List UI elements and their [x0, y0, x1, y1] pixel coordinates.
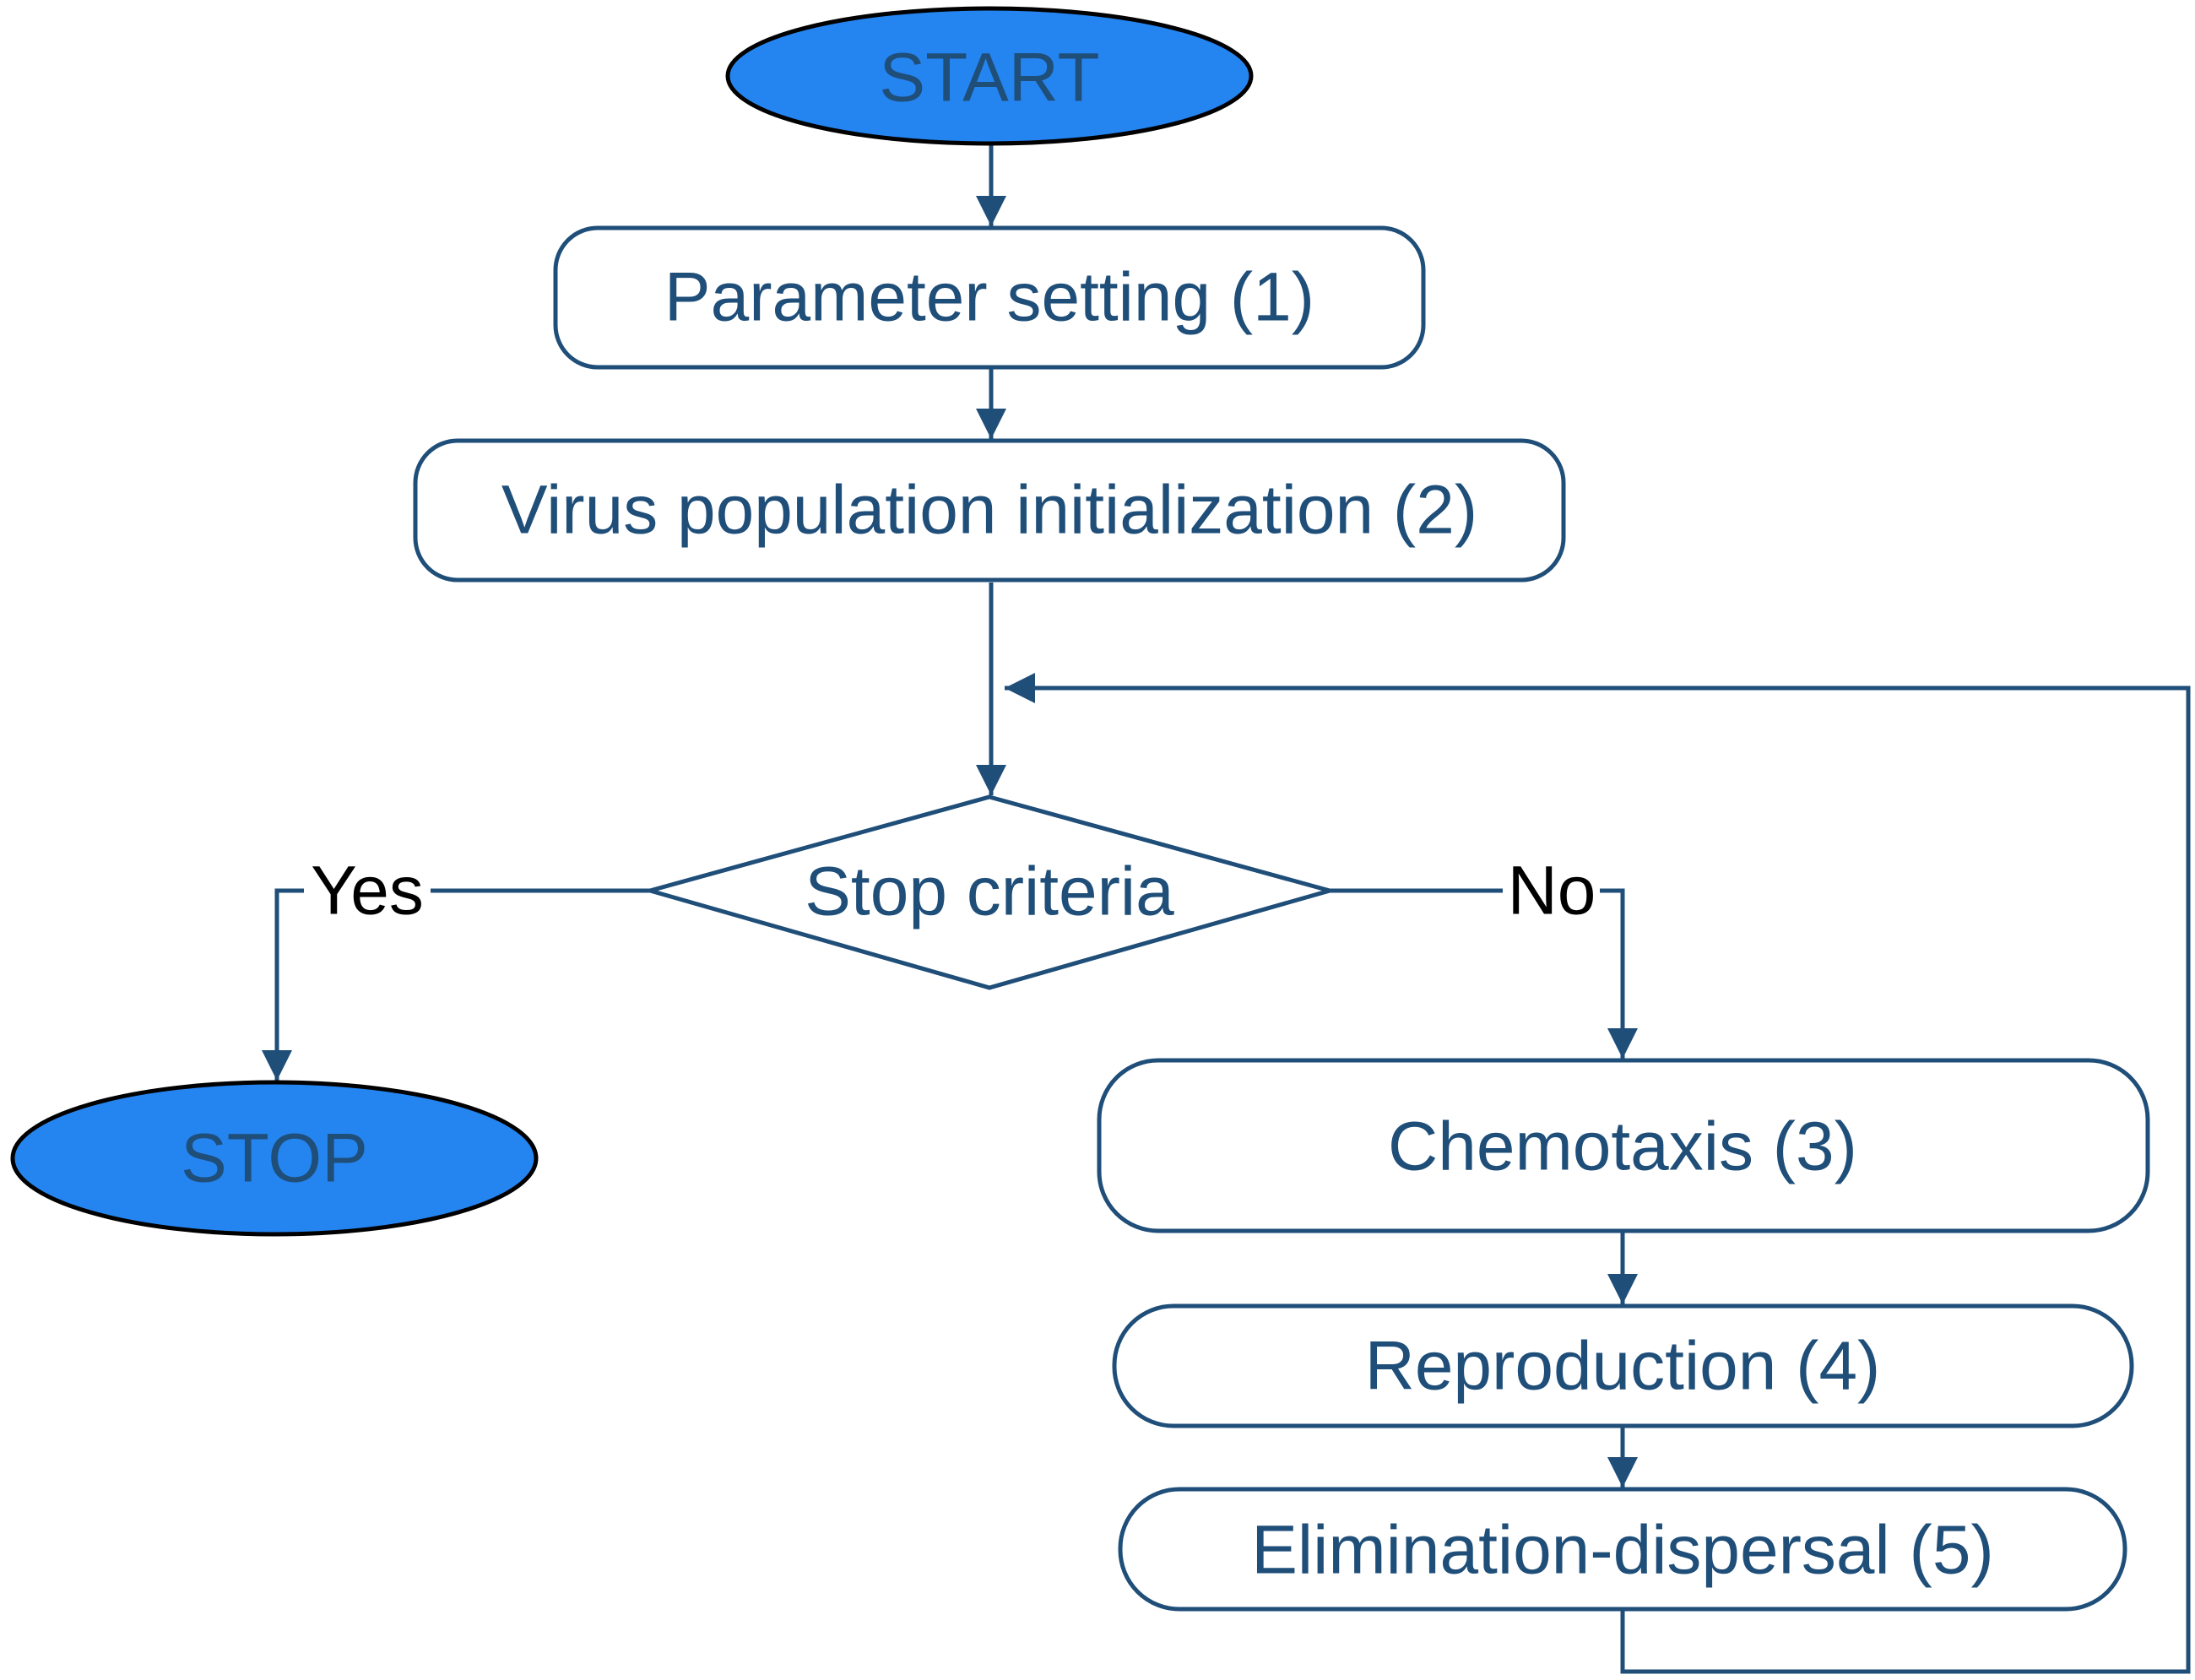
yes-label: Yes	[311, 853, 424, 929]
stop-criteria-diamond	[642, 794, 1338, 990]
reproduction-label: Reproduction (4)	[1365, 1328, 1881, 1405]
stop-criteria-label: Stop criteria	[805, 854, 1174, 930]
reproduction-box	[1112, 1303, 2134, 1428]
parameter-setting-box	[553, 225, 1426, 370]
parameter-setting-label: Parameter setting (1)	[664, 259, 1314, 336]
start-ellipse	[725, 6, 1254, 146]
edge-stop-criteria-no-to-chemotaxis	[1330, 888, 1638, 1059]
stop-label: STOP	[181, 1120, 368, 1197]
chemotaxis-box	[1097, 1058, 2150, 1233]
elimination-label: Elimination-dispersal (5)	[1251, 1512, 1994, 1589]
chemotaxis-label: Chemotaxis (3)	[1388, 1108, 1857, 1185]
no-label-backing	[1503, 853, 1600, 929]
reproduction-node: Reproduction (4)	[1112, 1303, 2134, 1428]
elimination-box	[1118, 1487, 2127, 1612]
stop-criteria-node: Stop criteria	[642, 794, 1338, 990]
stop-node: STOP	[10, 1080, 539, 1237]
edge-stop-criteria-yes-to-stop	[262, 888, 650, 1081]
chemotaxis-node: Chemotaxis (3)	[1097, 1058, 2150, 1233]
yes-label-backing	[304, 853, 431, 929]
edge-elimination-loop-back-to-stop-criteria	[1005, 673, 2191, 1674]
virus-init-label: Virus population initialization (2)	[501, 472, 1477, 549]
virus-init-node: Virus population initialization (2)	[413, 438, 1566, 583]
start-node: START	[725, 6, 1254, 146]
virus-init-box	[413, 438, 1566, 583]
start-label: START	[879, 40, 1099, 117]
elimination-node: Elimination-dispersal (5)	[1118, 1487, 2127, 1612]
stop-ellipse	[10, 1080, 539, 1237]
parameter-setting-node: Parameter setting (1)	[553, 225, 1426, 370]
no-label: No	[1508, 853, 1596, 929]
